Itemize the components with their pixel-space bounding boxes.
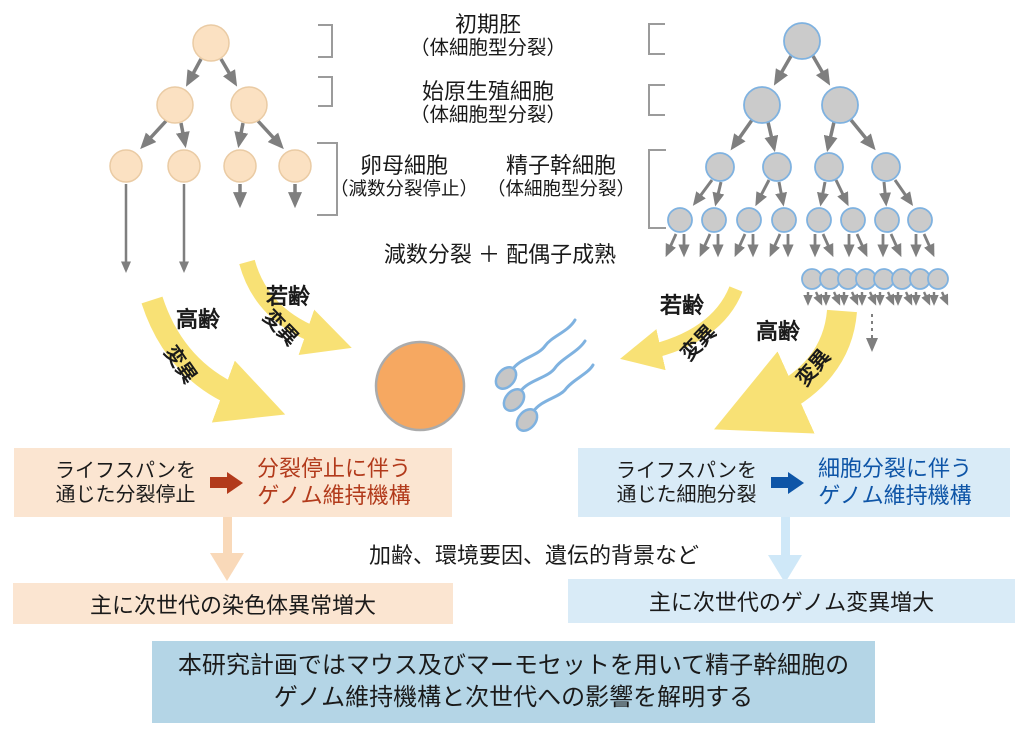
left-process-line1: ライフスパンを <box>54 459 196 482</box>
right-mechanism-line2: ゲノム維持機構 <box>818 482 972 508</box>
conclusion-line1: 本研究計画ではマウス及びマーモセットを用いて精子幹細胞の <box>177 651 850 679</box>
left-mechanism-text: 分裂停止に伴う ゲノム維持機構 <box>257 456 411 509</box>
stage-label-meiosis-text: 減数分裂 ＋ 配偶子成熟 <box>383 242 617 267</box>
yellow-mutation-arrows <box>141 259 857 434</box>
left-mechanism-line2: ゲノム維持機構 <box>257 482 411 508</box>
stage-label-pgc-line2: （体細胞型分裂） <box>409 104 566 127</box>
conclusion-line2: ゲノム維持機構と次世代への影響を解明する <box>273 684 754 711</box>
right-down-arrow-head <box>768 555 802 583</box>
conclusion-box: 本研究計画ではマウス及びマーモセットを用いて精子幹細胞の ゲノム維持機構と次世代… <box>152 641 875 723</box>
egg-cell-icon <box>374 340 466 432</box>
stage-label-embryo-line1: 初期胚 <box>454 12 521 37</box>
left-outcome-text: 主に次世代の染色体異常増大 <box>89 592 376 618</box>
right-process-text: ライフスパンを 通じた細胞分裂 <box>616 459 757 507</box>
right-process-box: ライフスパンを 通じた細胞分裂 細胞分裂に伴う ゲノム維持機構 <box>578 448 1010 517</box>
left-down-arrow-head <box>210 553 244 581</box>
right-process-line1: ライフスパンを <box>615 459 757 482</box>
left-mechanism-line1: 分裂停止に伴う <box>256 456 411 482</box>
right-mechanism-line1: 細胞分裂に伴う <box>817 456 972 482</box>
left-aged-arrow <box>141 296 286 423</box>
right-outcome-box: 主に次世代のゲノム変異増大 <box>568 579 1015 623</box>
left-process-text: ライフスパンを 通じた分裂停止 <box>55 459 196 507</box>
right-young-arrow <box>620 286 743 371</box>
right-tree-brackets <box>648 23 666 229</box>
left-young-label: 若齢 <box>266 284 311 309</box>
left-down-arrow-icon <box>210 517 244 581</box>
stage-label-oocyte-line1: 卵母細胞 <box>359 153 448 178</box>
stage-label-pgc: 始原生殖細胞 （体細胞型分裂） <box>388 79 588 127</box>
stage-label-ssc: 精子幹細胞 （体細胞型分裂） <box>480 153 642 200</box>
stage-label-oocyte-line2: （減数分裂停止） <box>329 178 478 200</box>
left-outcome-box: 主に次世代の染色体異常増大 <box>13 583 453 624</box>
right-process-line2: 通じた細胞分裂 <box>616 483 757 506</box>
blue-right-arrow-icon <box>770 471 804 494</box>
left-tree-brackets <box>317 24 338 216</box>
stage-label-meiosis: 減数分裂 ＋ 配偶子成熟 <box>360 242 640 267</box>
red-arrow-stem <box>209 477 227 488</box>
blue-arrow-head <box>787 471 804 494</box>
right-young-label: 若齢 <box>660 293 705 318</box>
right-down-arrow-stem <box>780 517 790 555</box>
aged-extra-cell-row <box>801 268 949 306</box>
stage-label-oocyte: 卵母細胞 （減数分裂停止） <box>328 153 480 200</box>
sperm-lineage-tree <box>665 22 949 352</box>
right-aged-arrow <box>714 309 857 434</box>
red-right-arrow-icon <box>209 471 243 494</box>
left-process-line2: 通じた分裂停止 <box>55 483 196 506</box>
factors-label: 加齢、環境要因、遺伝的背景など <box>368 543 699 568</box>
stage-label-ssc-line1: 精子幹細胞 <box>505 153 616 178</box>
left-down-arrow-stem <box>222 517 232 553</box>
sperm-icon <box>494 318 595 432</box>
blue-arrow-stem <box>770 477 788 488</box>
right-outcome-text: 主に次世代のゲノム変異増大 <box>648 590 935 615</box>
stage-label-pgc-line1: 始原生殖細胞 <box>421 79 554 104</box>
stage-label-embryo: 初期胚 （体細胞型分裂） <box>388 12 588 60</box>
differentiation-arrows <box>665 233 935 258</box>
left-aged-label: 高齢 <box>176 307 221 332</box>
left-young-arrow <box>239 259 352 355</box>
right-mechanism-text: 細胞分裂に伴う ゲノム維持機構 <box>818 456 972 509</box>
stage-label-embryo-line2: （体細胞型分裂） <box>409 37 566 60</box>
right-down-arrow-icon <box>768 517 802 583</box>
stage-label-ssc-line2: （体細胞型分裂） <box>486 178 635 200</box>
oocyte-lineage-tree <box>109 24 312 273</box>
red-arrow-head <box>226 471 243 494</box>
left-process-box: ライフスパンを 通じた分裂停止 分裂停止に伴う ゲノム維持機構 <box>14 448 452 517</box>
right-aged-label: 高齢 <box>756 319 801 344</box>
